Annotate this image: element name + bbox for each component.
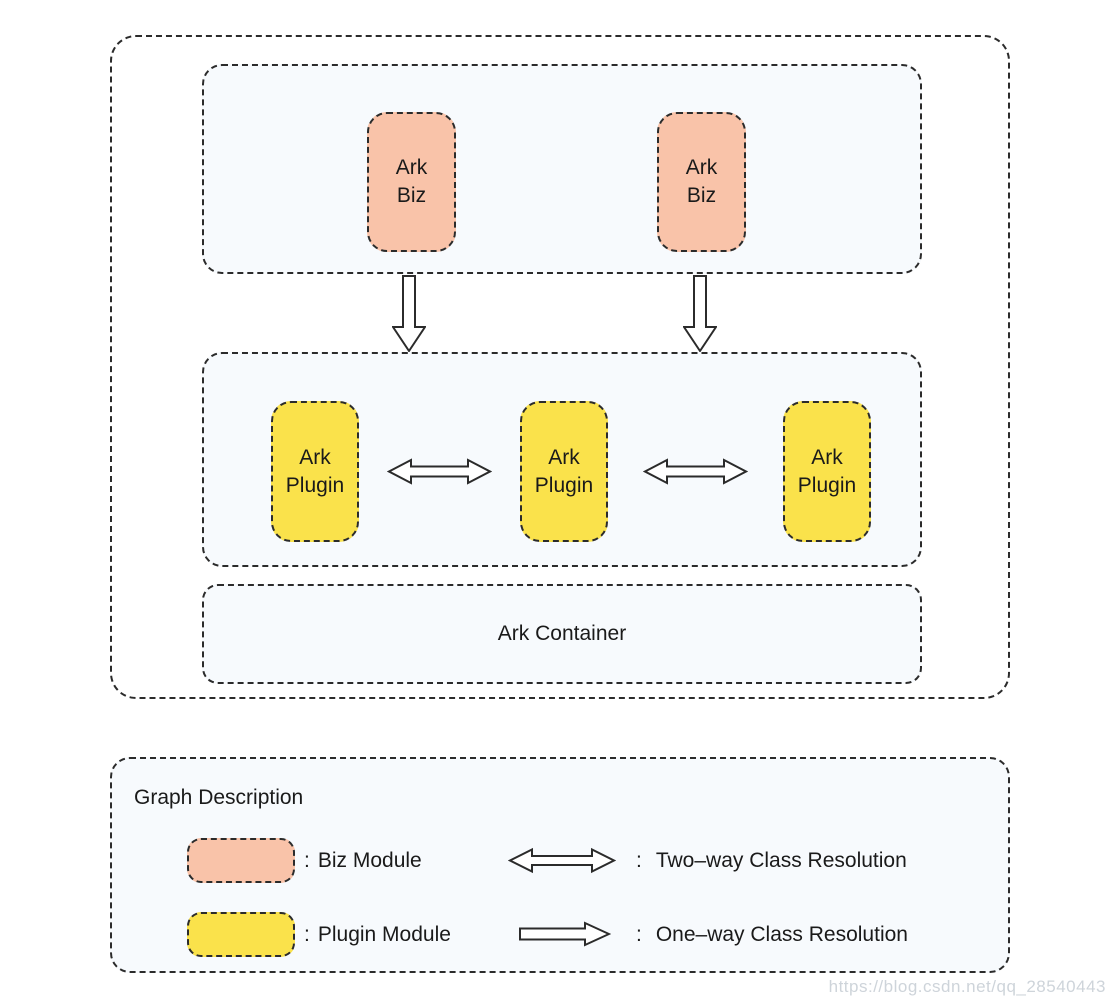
- legend-item-two-way: : Two–way Class Resolution: [636, 838, 907, 883]
- legend-item-plugin-module: : Plugin Module: [304, 912, 451, 957]
- two-way-arrow-icon: [643, 457, 748, 486]
- ark-plugin-label-line2: Plugin: [534, 473, 594, 497]
- ark-biz-label-line2: Biz: [686, 184, 717, 207]
- ark-plugin-label-line1: Ark: [811, 445, 843, 469]
- biz-module-swatch: [187, 838, 295, 883]
- down-arrow-icon: [683, 275, 717, 353]
- ark-plugin-box-1: Ark Plugin: [271, 401, 359, 542]
- plugin-layer: Ark Plugin Ark Plugin Ark Plugin: [202, 352, 922, 567]
- colon-separator: :: [636, 922, 642, 946]
- legend-item-label: Two–way Class Resolution: [655, 848, 907, 872]
- ark-plugin-box-3: Ark Plugin: [783, 401, 871, 542]
- ark-system-container: Ark Biz Ark Biz Ark Plugin: [110, 35, 1010, 699]
- legend-item-label: Plugin Module: [317, 922, 451, 946]
- colon-separator: :: [304, 922, 310, 946]
- plugin-module-swatch: [187, 912, 295, 957]
- two-way-arrow-icon: [387, 457, 492, 486]
- down-arrow-icon: [392, 275, 426, 353]
- legend-item-label: Biz Module: [317, 848, 422, 872]
- ark-biz-label-line1: Ark: [395, 156, 428, 179]
- one-way-arrow-icon: [519, 921, 611, 947]
- watermark-url: https://blog.csdn.net/qq_28540443: [828, 977, 1106, 996]
- ark-biz-label-line1: Ark: [685, 156, 718, 179]
- ark-container-box: Ark Container: [202, 584, 922, 684]
- ark-biz-box-1: Ark Biz: [367, 112, 456, 252]
- legend-title: Graph Description: [134, 786, 304, 809]
- ark-plugin-label-line2: Plugin: [797, 473, 857, 497]
- ark-plugin-box-2: Ark Plugin: [520, 401, 608, 542]
- two-way-arrow-icon: [508, 847, 616, 874]
- ark-biz-label-line2: Biz: [396, 184, 427, 207]
- ark-plugin-label-line1: Ark: [548, 445, 580, 469]
- legend-item-label: One–way Class Resolution: [655, 922, 908, 946]
- ark-container-label: Ark Container: [497, 622, 627, 645]
- legend: Graph Description : Biz Module : Two–way…: [110, 757, 1010, 973]
- colon-separator: :: [636, 848, 642, 872]
- ark-plugin-label-line2: Plugin: [285, 473, 345, 497]
- ark-biz-box-2: Ark Biz: [657, 112, 746, 252]
- biz-layer: Ark Biz Ark Biz: [202, 64, 922, 274]
- ark-plugin-label-line1: Ark: [299, 445, 331, 469]
- legend-item-one-way: : One–way Class Resolution: [636, 912, 908, 957]
- colon-separator: :: [304, 848, 310, 872]
- legend-item-biz-module: : Biz Module: [304, 838, 422, 883]
